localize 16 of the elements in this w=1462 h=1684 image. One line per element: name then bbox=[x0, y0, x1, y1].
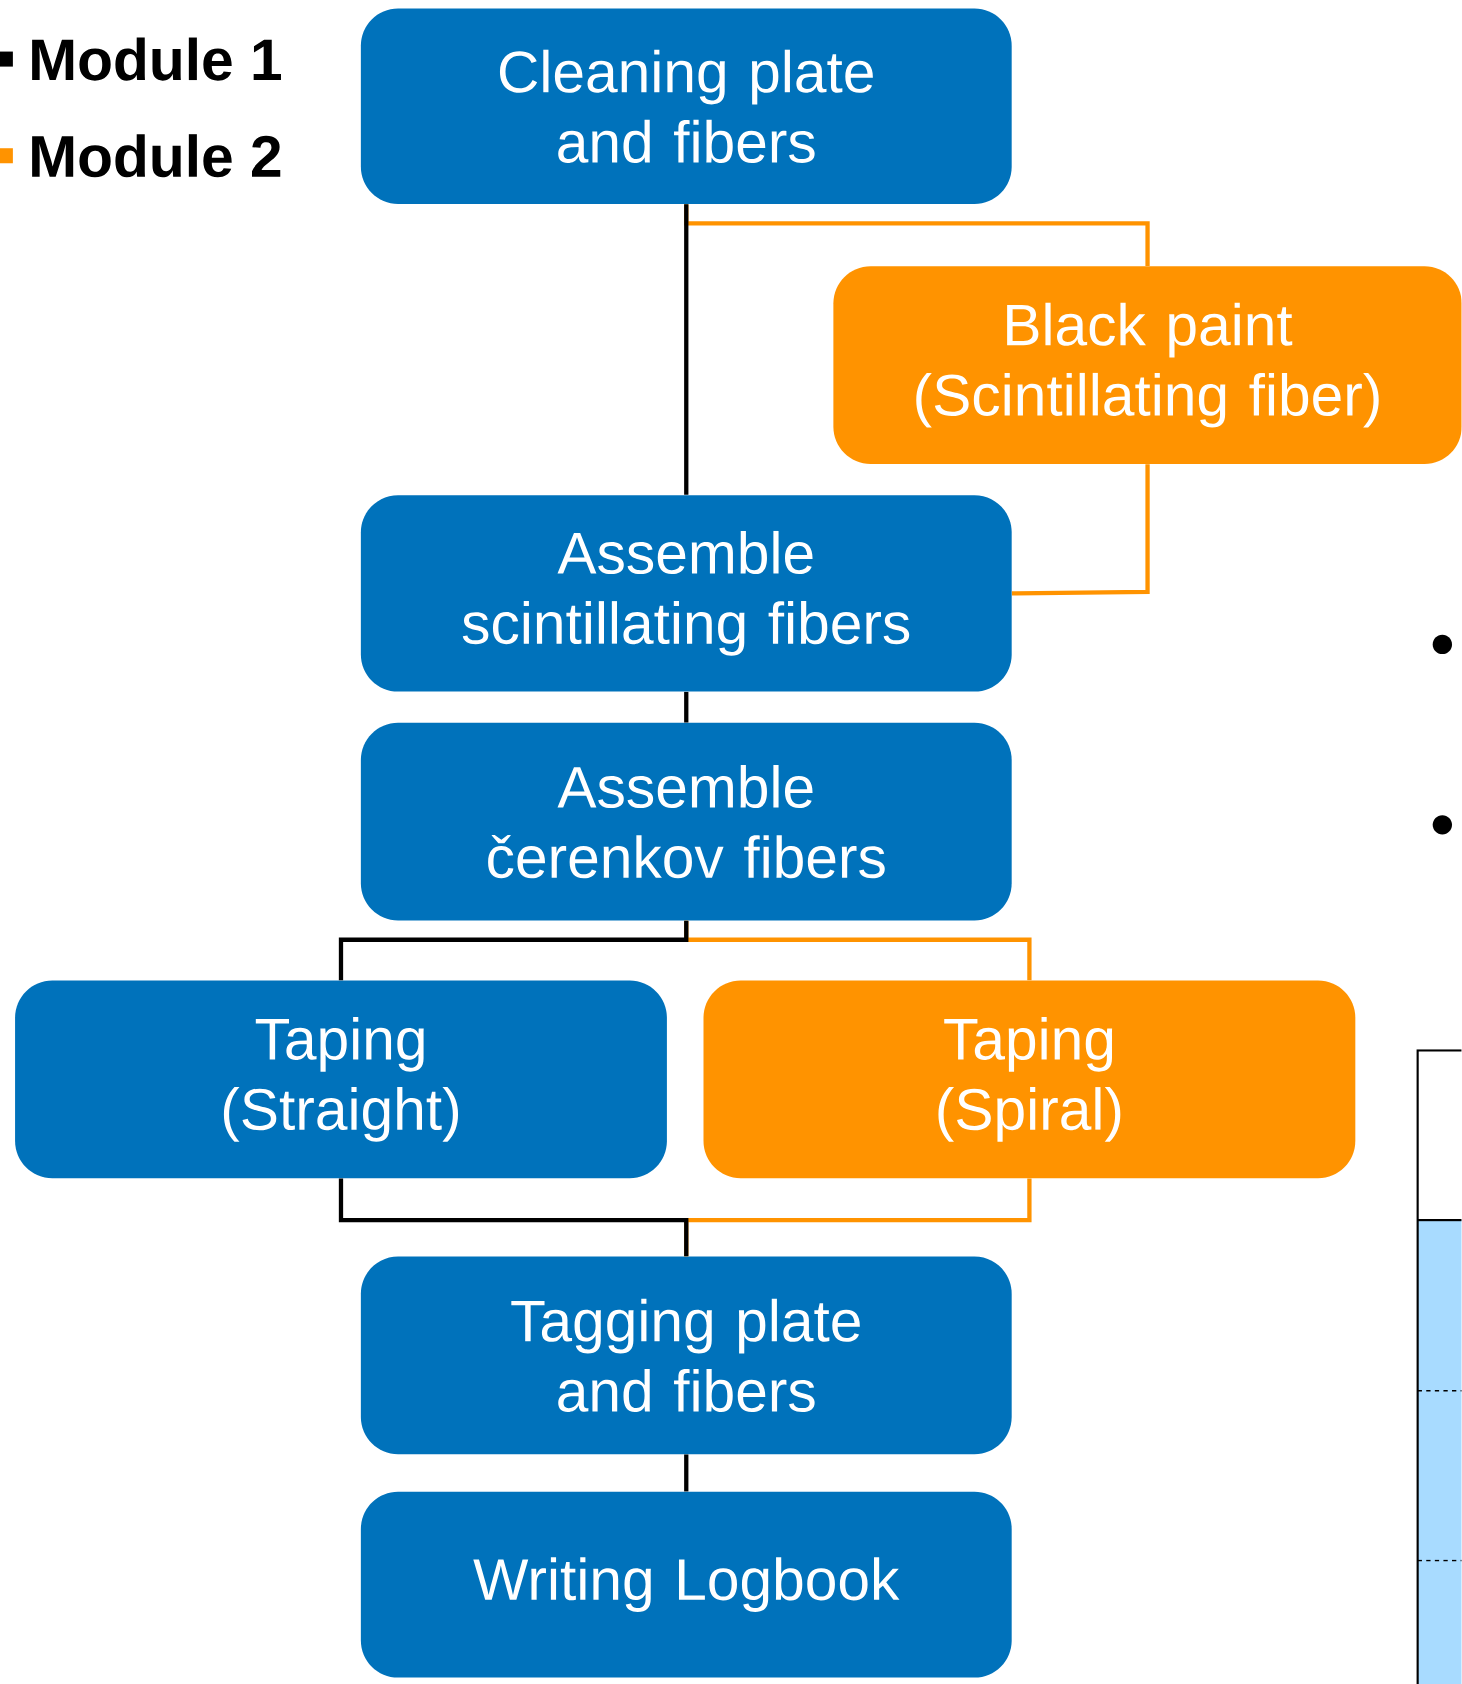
process-box: Assemble scintillating fibers bbox=[361, 495, 1012, 692]
connector-line bbox=[339, 920, 689, 981]
process-box: Tagging plate and fibers bbox=[361, 1256, 1012, 1455]
connector-line bbox=[339, 1178, 689, 1257]
process-box: Taping (Straight) bbox=[15, 980, 668, 1179]
connector-line bbox=[684, 1454, 689, 1492]
legend-label: Module 1 bbox=[32, 37, 282, 81]
process-box: Taping (Spiral) bbox=[703, 980, 1356, 1179]
process-box: Writing Logbook bbox=[361, 1491, 1012, 1678]
process-box: Cleaning plate and fibers bbox=[361, 8, 1012, 205]
process-box: Black paint (Scintillating fiber) bbox=[833, 266, 1462, 464]
connector-line bbox=[1012, 464, 1150, 596]
legend-label: Module 2 bbox=[32, 134, 281, 178]
connector-line bbox=[684, 204, 689, 495]
connector-line bbox=[684, 691, 689, 723]
process-box: Assemble čerenkov fibers bbox=[361, 722, 1012, 921]
